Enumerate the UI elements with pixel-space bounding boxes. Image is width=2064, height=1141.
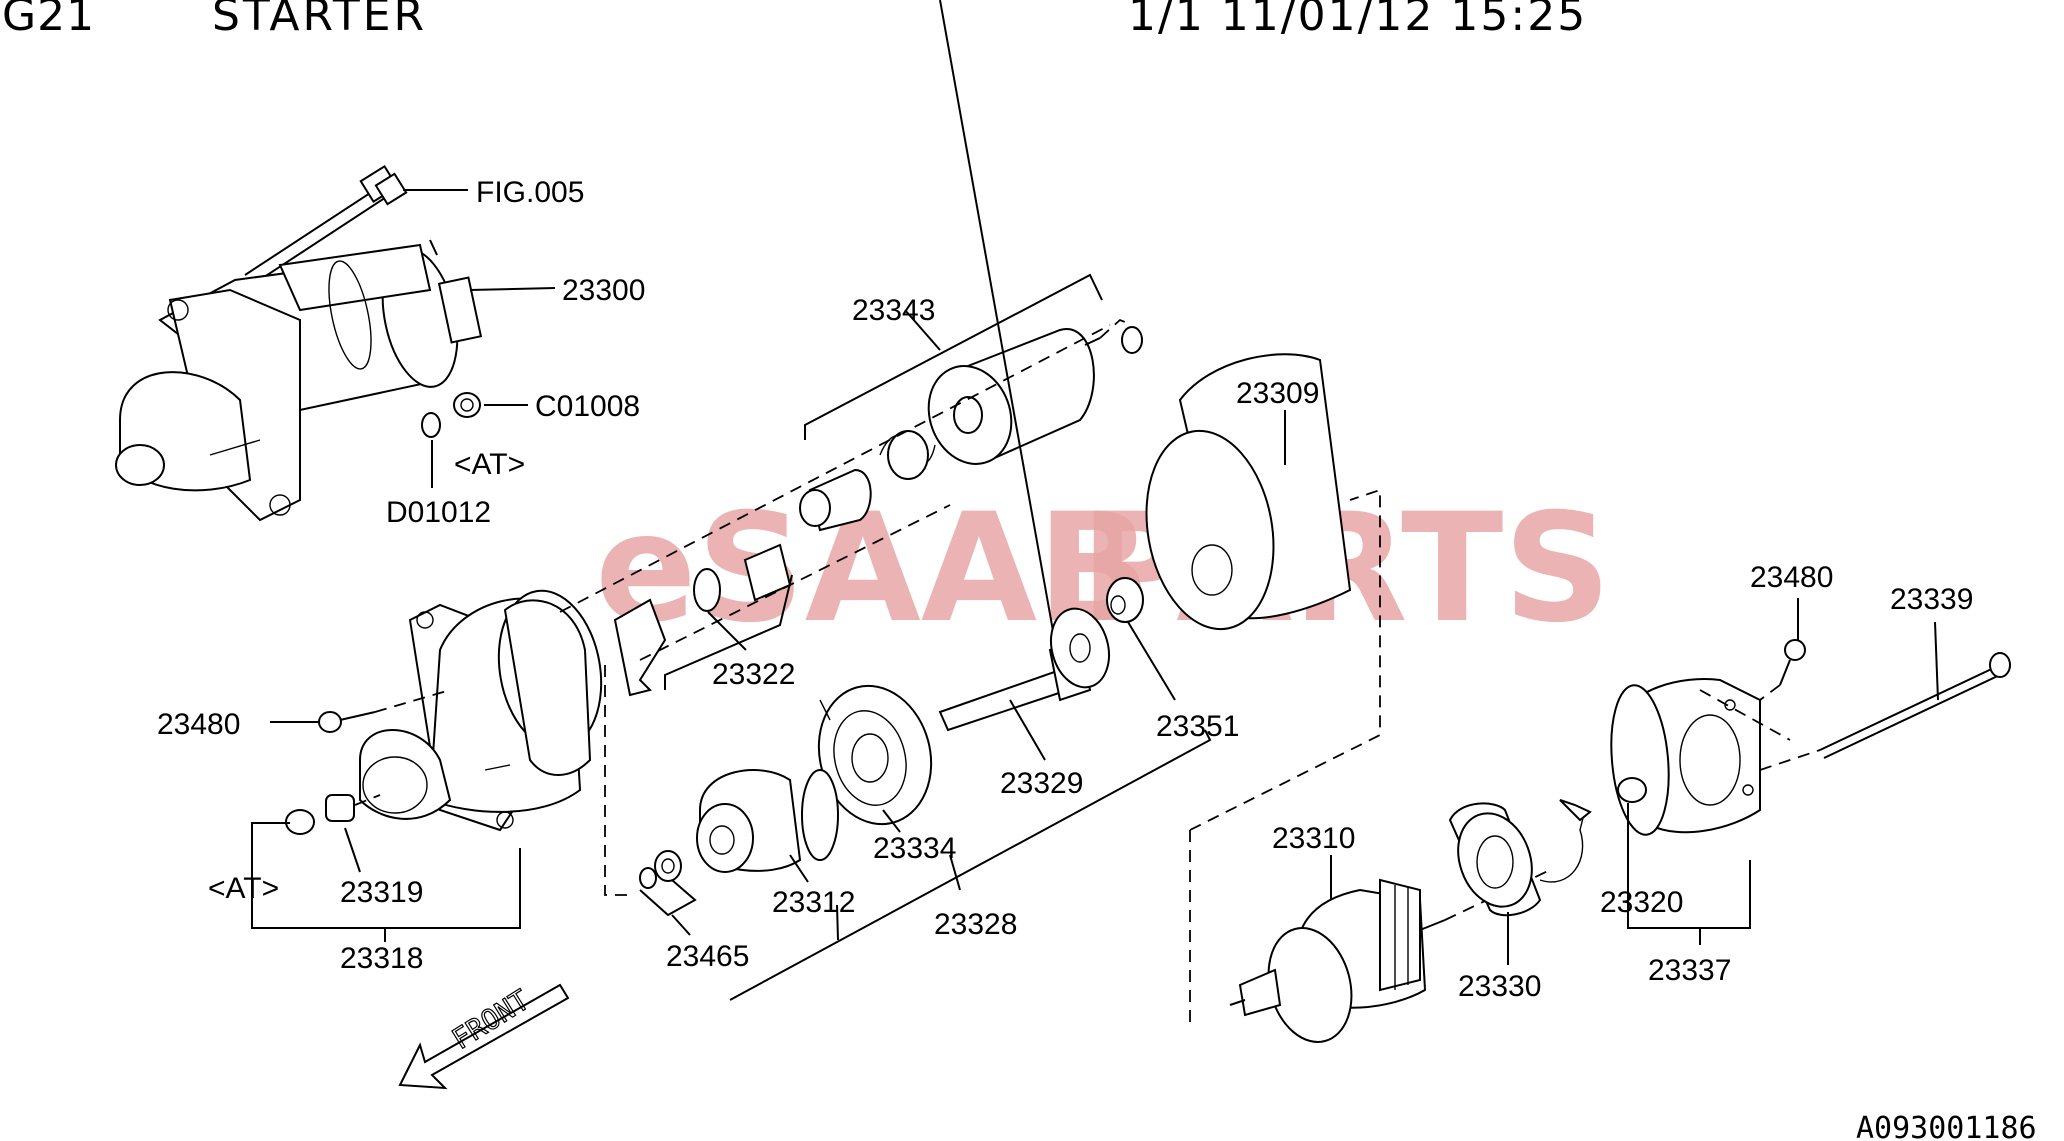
header-page-date: 1/1 11/01/12 15:25	[1128, 0, 1588, 41]
front-label: FRONT	[446, 983, 535, 1056]
label-23312: 23312	[772, 886, 855, 919]
leader-23339	[1934, 621, 1939, 701]
label-23334: 23334	[873, 832, 956, 865]
leader-23322	[707, 611, 747, 651]
label-23320: 23320	[1600, 886, 1683, 919]
label-23465: 23465	[666, 940, 749, 973]
bolt-23480-right	[1759, 639, 1806, 701]
bracket-23318	[251, 822, 521, 929]
front-arrow: FRONT	[398, 983, 570, 1090]
brush-holder-23330	[1448, 799, 1592, 917]
label-23480-left: 23480	[157, 708, 240, 741]
label-23329: 23329	[1000, 767, 1083, 800]
leader-23312	[789, 854, 809, 883]
armature-23310	[1229, 878, 1446, 1043]
reference-code: A093001186	[1856, 1111, 2037, 1141]
label-23351: 23351	[1156, 710, 1239, 743]
bracket-23343	[804, 273, 1103, 440]
label-23300: 23300	[562, 274, 645, 307]
label-c01008: C01008	[535, 390, 640, 423]
leader-23328-a	[836, 904, 839, 941]
starter-housing	[359, 589, 603, 832]
leader-23343	[904, 309, 941, 351]
washer-d01012	[421, 412, 441, 438]
leader-23465	[671, 914, 691, 936]
label-23343: 23343	[852, 294, 935, 327]
header-code: G21	[2, 0, 96, 41]
leader-23300	[469, 287, 556, 291]
bracket-23328	[729, 729, 1212, 1001]
gear-23351	[1106, 577, 1144, 623]
label-23339: 23339	[1890, 583, 1973, 616]
yoke-23309	[1145, 353, 1352, 631]
bracket-23465	[639, 879, 697, 917]
header-title: STARTER	[212, 0, 428, 41]
pinion-shaft-23329	[938, 0, 1110, 732]
solenoid-23343	[799, 326, 1143, 532]
bracket-23337	[1627, 803, 1751, 929]
clutch-23312	[696, 769, 839, 873]
label-23318: 23318	[340, 942, 423, 975]
leader-23319	[344, 827, 361, 873]
label-fig005: FIG.005	[476, 176, 584, 209]
label-at-variant: <AT>	[454, 448, 525, 481]
through-bolt-23339	[1699, 652, 2011, 771]
label-d01012: D01012	[386, 496, 491, 529]
leader-23334	[882, 809, 901, 833]
label-23319: 23319	[340, 876, 423, 909]
leader-23351	[1127, 621, 1176, 701]
label-23328: 23328	[934, 908, 1017, 941]
leader-23328	[949, 854, 961, 891]
label-23330: 23330	[1458, 970, 1541, 1003]
lever-23322	[613, 543, 792, 697]
label-23309: 23309	[1236, 377, 1319, 410]
label-23322: 23322	[712, 658, 795, 691]
nut-c01008	[453, 392, 481, 418]
label-at-variant-2: <AT>	[208, 872, 279, 905]
bushing-23320	[1617, 777, 1647, 803]
gear-housing-23334	[817, 684, 933, 826]
label-23480-right: 23480	[1750, 561, 1833, 594]
starter-assembly-23300	[115, 165, 483, 522]
bracket-23322	[664, 574, 793, 690]
bolt-23480-left	[318, 689, 451, 733]
bushing-23319	[285, 794, 381, 835]
stop-ring-23465	[639, 850, 682, 889]
label-23310: 23310	[1272, 822, 1355, 855]
leader-23329	[1009, 699, 1046, 761]
label-23337: 23337	[1648, 954, 1731, 987]
